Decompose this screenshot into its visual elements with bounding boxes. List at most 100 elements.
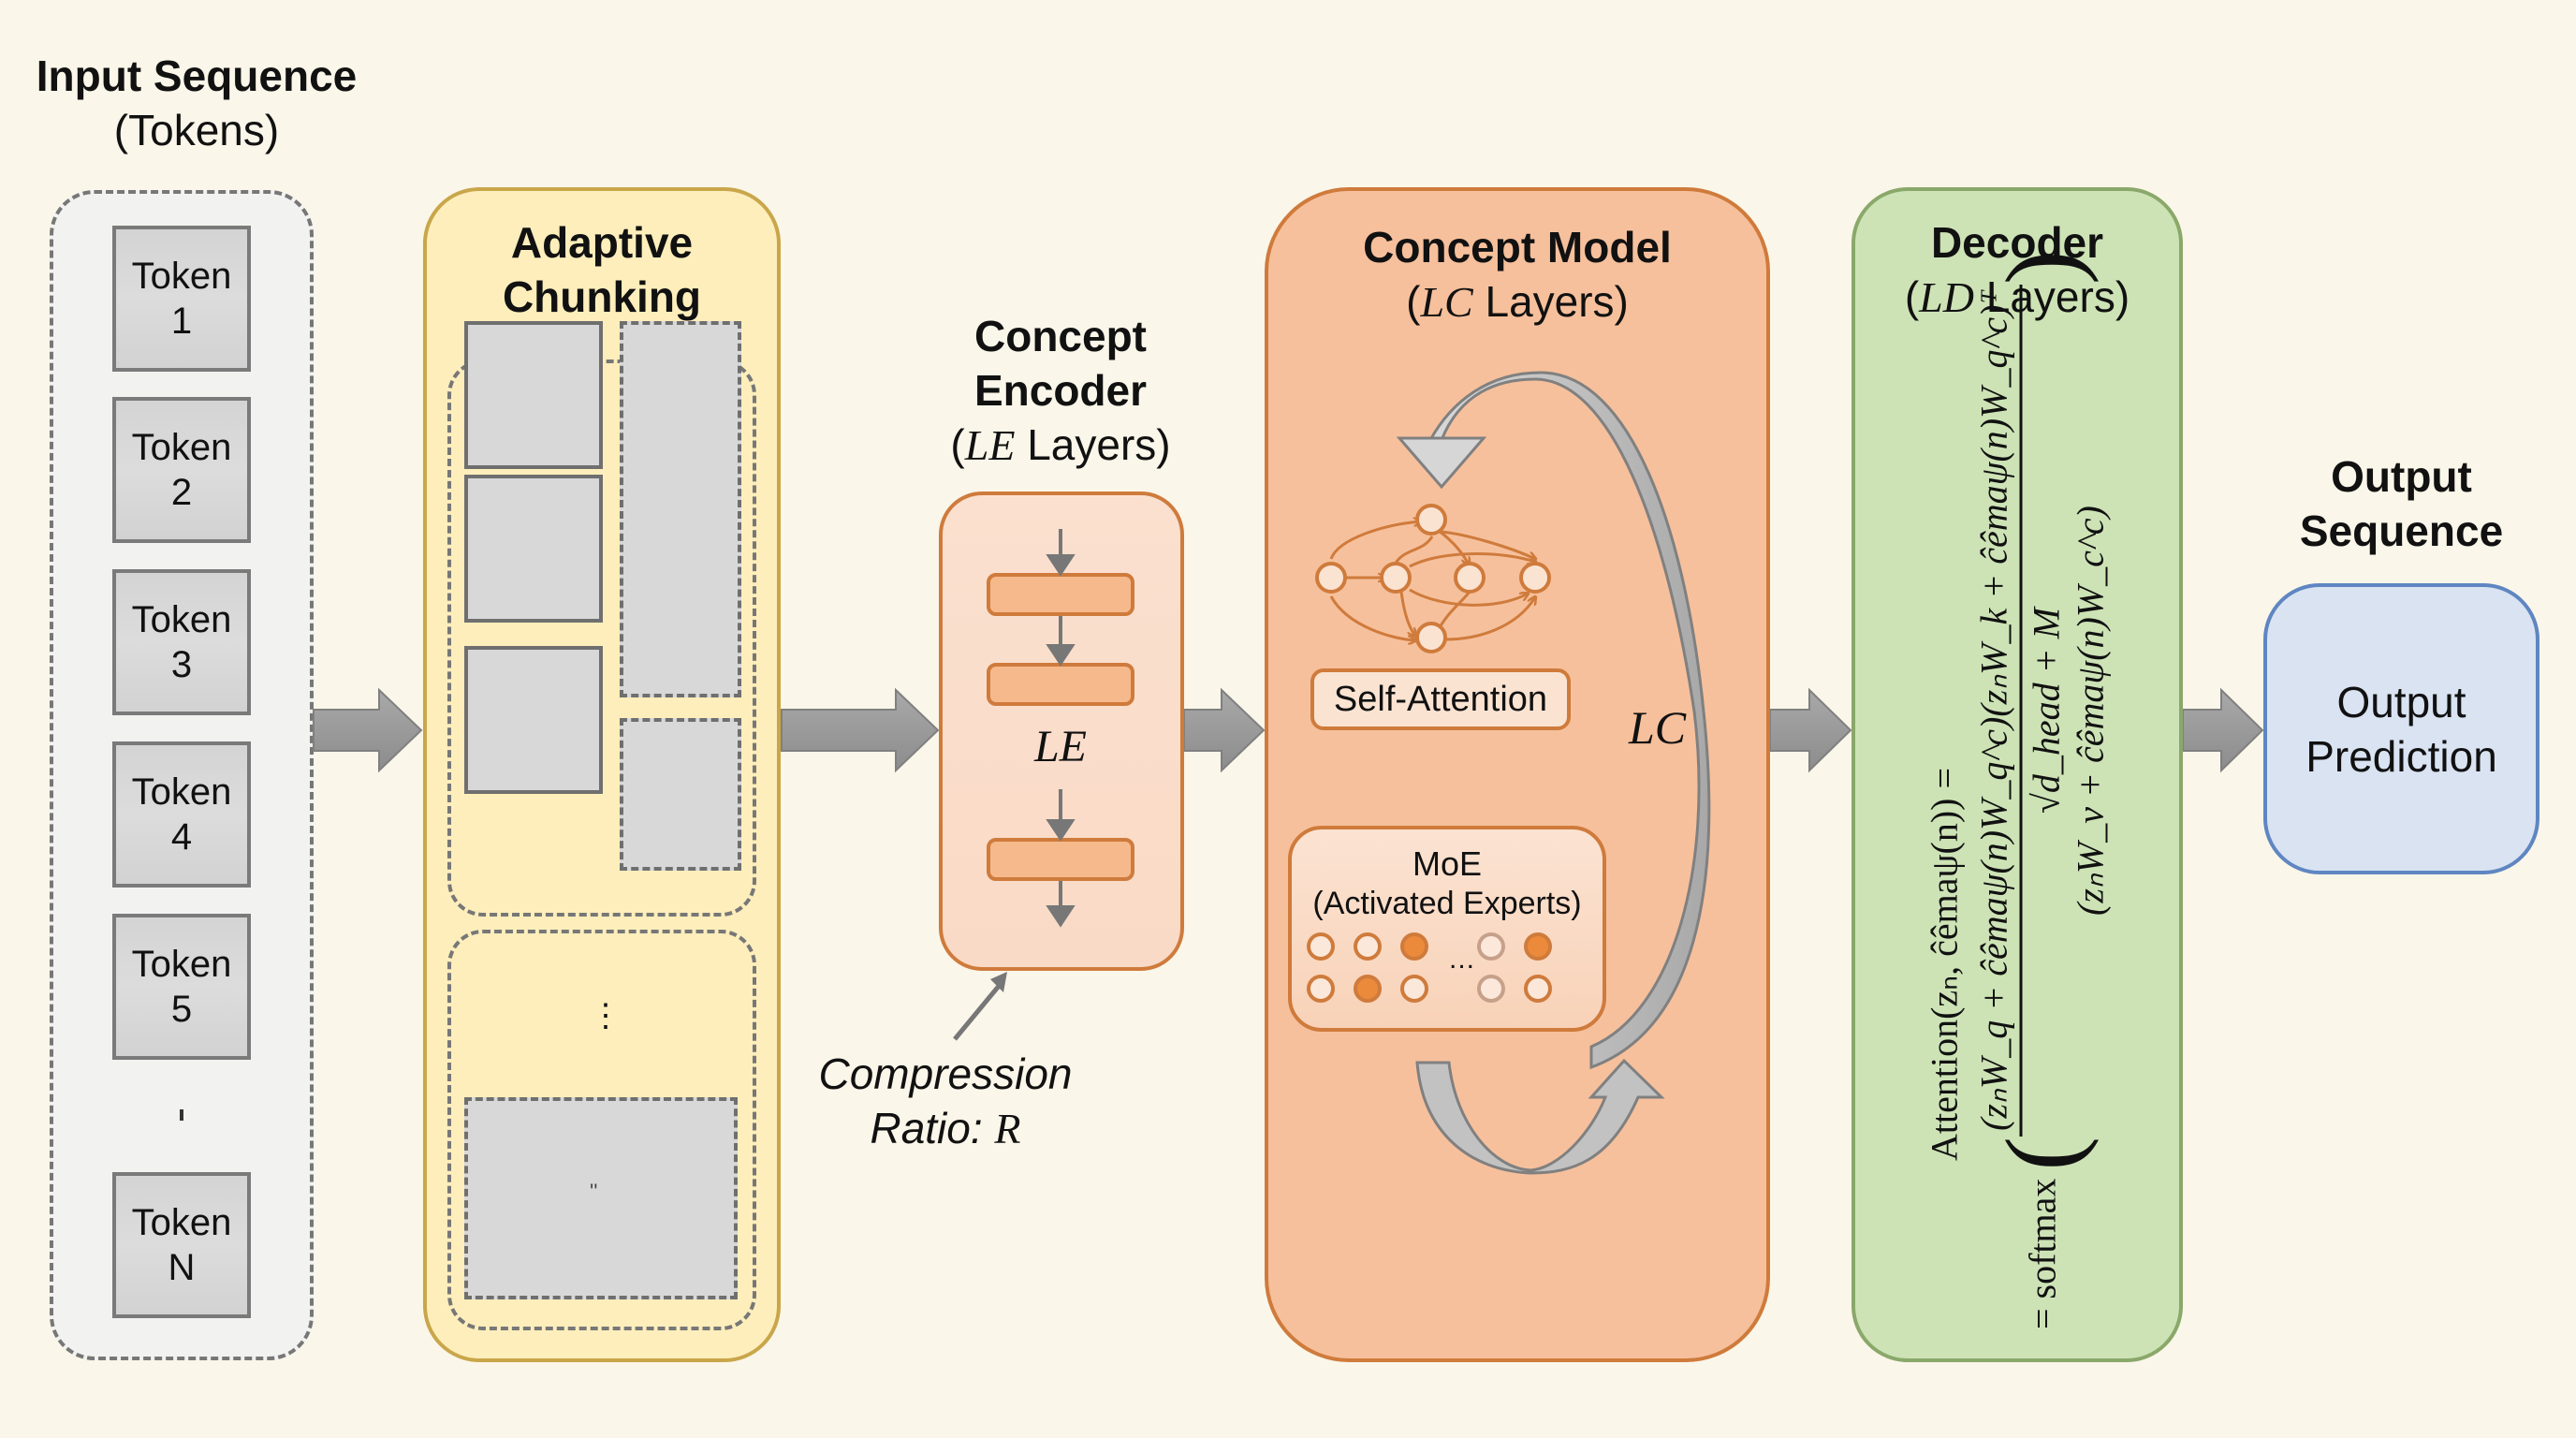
chunk-inner-mark: '' (590, 1180, 598, 1203)
concept-model-title: Concept Model (LC Layers) (1265, 220, 1770, 330)
arrow-chunking-to-encoder (781, 687, 940, 773)
token-index: 2 (170, 472, 193, 513)
token-index: 4 (170, 816, 193, 858)
lc-loop-label: LC (1629, 701, 1687, 754)
expert-dim (1477, 975, 1505, 1003)
output-title-line1: Output (2331, 452, 2472, 501)
paren: ( (1904, 272, 1920, 321)
chunk-block (464, 475, 603, 623)
concept-model-title-text: Concept Model (1363, 223, 1672, 271)
arrow-decoder-to-output (2182, 687, 2264, 773)
compression-pointer-arrow (953, 972, 1007, 1041)
token-label: Token (131, 599, 232, 640)
down-arrow-icon (1046, 905, 1076, 928)
paren: ( (1406, 277, 1421, 326)
expert-inactive (1524, 975, 1552, 1003)
token-index: 3 (170, 644, 193, 685)
input-sequence-title: Input Sequence (Tokens) (9, 49, 384, 157)
graph-node (1454, 562, 1486, 594)
expert-inactive (1354, 932, 1382, 961)
expert-active (1400, 932, 1428, 961)
formula-value-term: (zₙW_v + ĉêmaψ(n)W_c^c) (2069, 506, 2112, 916)
concept-model-panel (1265, 187, 1770, 1362)
expert-inactive (1400, 975, 1428, 1003)
output-prediction-box: Output Prediction (2263, 583, 2539, 874)
token-box: Token 1 (112, 226, 251, 372)
token-label: Token (131, 1202, 232, 1243)
expert-inactive (1307, 975, 1335, 1003)
moe-experts-grid (1307, 932, 1588, 1017)
encoder-title-line2: Encoder (973, 366, 1148, 415)
graph-node (1415, 622, 1447, 653)
token-index: N (168, 1247, 196, 1288)
decoder-title-text: Decoder (1930, 218, 2104, 267)
moe-box: MoE (Activated Experts) (1288, 826, 1606, 1032)
formula-open-paren: ( (1984, 1136, 2100, 1171)
graph-node (1380, 562, 1412, 594)
self-attention-graph (1329, 521, 1535, 640)
output-box-line1: Output (2336, 677, 2466, 726)
decoder-layer-var: LD (1919, 273, 1974, 321)
token-label: Token (131, 944, 232, 985)
concept-model-subtitle: (LC Layers) (1265, 274, 1770, 330)
token-label: Token (131, 427, 232, 468)
concept-encoder-title: Concept Encoder (LE Layers) (892, 309, 1229, 473)
chunk-group-2 (447, 930, 756, 1330)
decoder-subtitle: (LD Layers) (1852, 270, 2183, 325)
formula-fraction: (zₙW_q + ĉêmaψ(n)W_q^c)(zₙW_k + ĉêmaψ(n)… (1971, 285, 2113, 1137)
chunk-ellipsis: ⋮ (590, 998, 622, 1034)
expert-active (1524, 932, 1552, 961)
chunking-title-line2: Chunking (502, 272, 702, 321)
chunk-block-small (620, 718, 741, 871)
encoder-subtitle-rest: Layers) (1015, 420, 1171, 469)
chunking-title-line1: Adaptive (510, 218, 694, 267)
expert-inactive (1307, 932, 1335, 961)
chunk-merged-block (620, 321, 741, 697)
ratio-text: Ratio: (870, 1104, 995, 1152)
chunk-block (464, 646, 603, 794)
encoder-subtitle: (LE Layers) (892, 418, 1229, 473)
compression-label-line2: Ratio: R (786, 1101, 1105, 1156)
formula-close-paren: ) (1984, 250, 2100, 286)
lc-loop-arrow (1396, 371, 1711, 1175)
encoder-layer (987, 573, 1134, 616)
formula-numerator: (zₙW_q + ĉêmaψ(n)W_q^c)(zₙW_k + ĉêmaψ(n)… (1971, 285, 2023, 1137)
token-index: 1 (170, 301, 193, 342)
chunk-block (464, 321, 603, 469)
token-label: Token (131, 256, 232, 297)
encoder-stack-label: LE (1033, 722, 1087, 771)
compression-ratio-annotation: Compression Ratio: R (786, 1047, 1105, 1156)
ratio-var: R (994, 1105, 1021, 1152)
self-attention-label: Self-Attention (1310, 668, 1571, 730)
encoder-title-line1: Concept (974, 312, 1147, 360)
input-title-text: Input Sequence (36, 51, 358, 100)
output-title-line2: Sequence (2299, 506, 2504, 555)
formula-line-2: = softmax ( (zₙW_q + ĉêmaψ(n)W_q^c)(zₙW_… (1971, 251, 2113, 1329)
arrow-concept-to-decoder (1769, 687, 1852, 773)
down-arrow-icon (1046, 819, 1076, 842)
moe-ellipsis: ... (1449, 944, 1476, 975)
output-box-line2: Prediction (2305, 731, 2497, 781)
token-label: Token (131, 771, 232, 813)
graph-node (1519, 562, 1551, 594)
arrow-encoder-to-concept (1183, 687, 1266, 773)
output-sequence-title: Output Sequence (2263, 449, 2539, 558)
token-box: Token 2 (112, 397, 251, 543)
formula-softmax: = softmax (2021, 1178, 2063, 1329)
formula-line-1: Attention(zₙ, ĉêmaψ(n)) = (1923, 281, 1967, 1329)
concept-subtitle-rest: Layers) (1472, 277, 1629, 326)
token-ellipsis (180, 1109, 183, 1121)
graph-node (1415, 504, 1447, 536)
graph-nodes (1315, 504, 1551, 653)
input-subtitle-text: (Tokens) (113, 106, 280, 154)
concept-layer-var: LC (1420, 278, 1473, 326)
graph-node (1315, 562, 1347, 594)
arrow-input-to-chunking (313, 687, 423, 773)
decoder-subtitle-rest: Layers) (1973, 272, 2130, 321)
down-arrow-icon (1046, 554, 1076, 577)
token-box: Token 5 (112, 914, 251, 1060)
paren: ( (950, 420, 965, 469)
